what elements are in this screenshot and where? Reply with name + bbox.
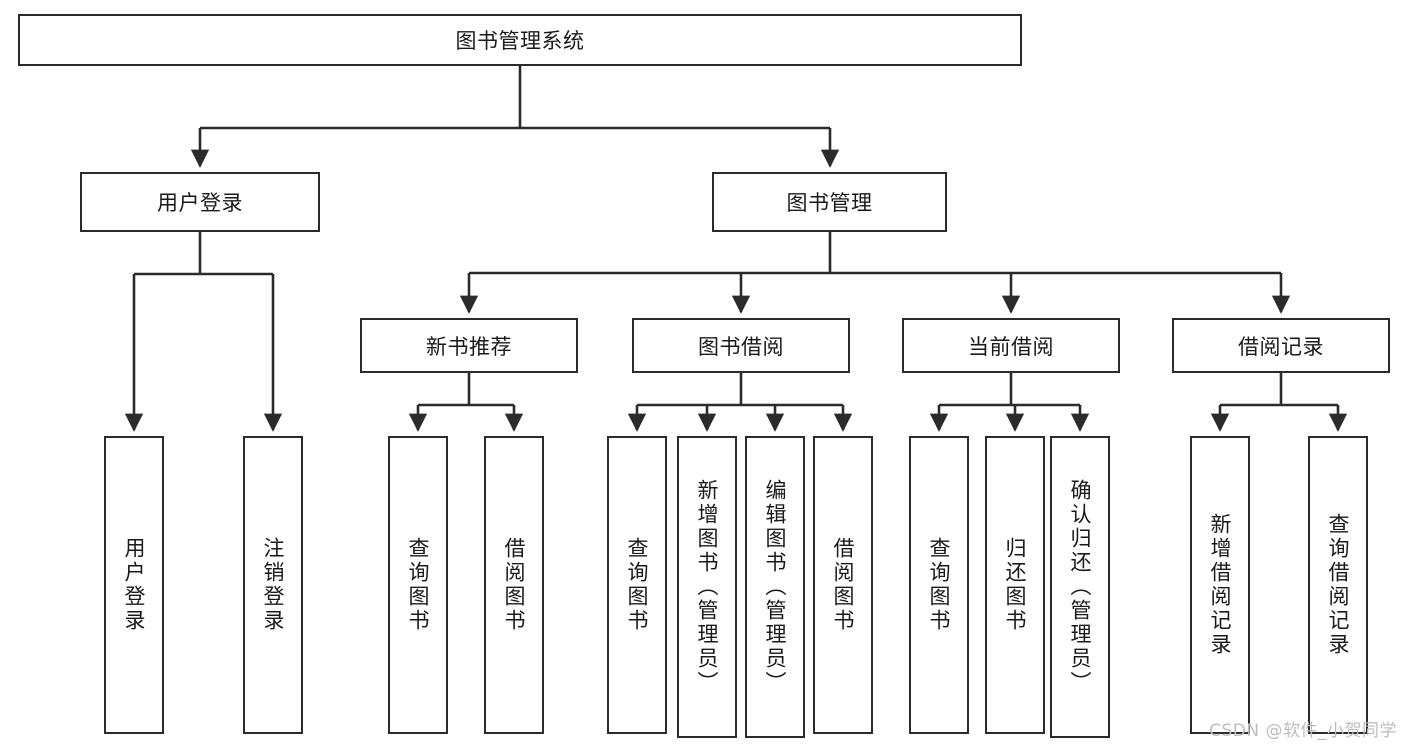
node-leaf-query-book-3[interactable]: 查询图书 xyxy=(909,436,969,734)
node-current-borrow[interactable]: 当前借阅 xyxy=(902,318,1120,373)
node-leaf-query-record[interactable]: 查询借阅记录 xyxy=(1308,436,1368,734)
node-leaf-user-login-label: 用户登录 xyxy=(122,537,147,633)
node-leaf-return-book[interactable]: 归还图书 xyxy=(985,436,1045,734)
node-user-login-label: 用户登录 xyxy=(157,191,243,215)
node-leaf-borrow-book-1-label: 借阅图书 xyxy=(502,537,527,633)
node-book-borrow[interactable]: 图书借阅 xyxy=(632,318,850,373)
node-leaf-query-book-1-label: 查询图书 xyxy=(406,537,431,633)
node-leaf-borrow-book-2-label: 借阅图书 xyxy=(831,537,856,633)
node-leaf-add-book[interactable]: 新增图书（管理员） xyxy=(677,436,737,738)
node-new-book-recommend[interactable]: 新书推荐 xyxy=(360,318,578,373)
node-leaf-logout-label: 注销登录 xyxy=(261,537,286,633)
watermark-text: CSDN @软件_小贺同学 xyxy=(1209,721,1397,741)
node-new-book-recommend-label: 新书推荐 xyxy=(426,334,512,359)
node-leaf-query-record-label: 查询借阅记录 xyxy=(1326,513,1351,657)
node-leaf-borrow-book-2[interactable]: 借阅图书 xyxy=(813,436,873,734)
node-user-login[interactable]: 用户登录 xyxy=(80,172,320,232)
node-current-borrow-label: 当前借阅 xyxy=(968,334,1054,359)
node-leaf-add-record-label: 新增借阅记录 xyxy=(1208,513,1233,657)
node-leaf-borrow-book-1[interactable]: 借阅图书 xyxy=(484,436,544,734)
node-leaf-return-book-label: 归还图书 xyxy=(1003,537,1028,633)
node-borrow-record-label: 借阅记录 xyxy=(1238,334,1324,359)
node-leaf-confirm-return[interactable]: 确认归还（管理员） xyxy=(1050,436,1110,738)
node-leaf-confirm-return-label: 确认归还（管理员） xyxy=(1068,479,1093,695)
node-book-manage-label: 图书管理 xyxy=(786,191,873,215)
node-root[interactable]: 图书管理系统 xyxy=(18,14,1022,66)
node-leaf-logout[interactable]: 注销登录 xyxy=(243,436,303,734)
node-borrow-record[interactable]: 借阅记录 xyxy=(1172,318,1390,373)
node-leaf-add-record[interactable]: 新增借阅记录 xyxy=(1190,436,1250,734)
node-leaf-query-book-1[interactable]: 查询图书 xyxy=(388,436,448,734)
node-book-manage[interactable]: 图书管理 xyxy=(712,172,947,232)
node-leaf-query-book-2-label: 查询图书 xyxy=(625,537,650,633)
node-leaf-query-book-2[interactable]: 查询图书 xyxy=(607,436,667,734)
node-root-label: 图书管理系统 xyxy=(455,29,585,53)
node-leaf-add-book-label: 新增图书（管理员） xyxy=(695,479,720,695)
node-leaf-edit-book-label: 编辑图书（管理员） xyxy=(763,479,788,695)
node-leaf-user-login[interactable]: 用户登录 xyxy=(104,436,164,734)
node-leaf-edit-book[interactable]: 编辑图书（管理员） xyxy=(745,436,805,738)
node-leaf-query-book-3-label: 查询图书 xyxy=(927,537,952,633)
node-book-borrow-label: 图书借阅 xyxy=(698,334,784,359)
